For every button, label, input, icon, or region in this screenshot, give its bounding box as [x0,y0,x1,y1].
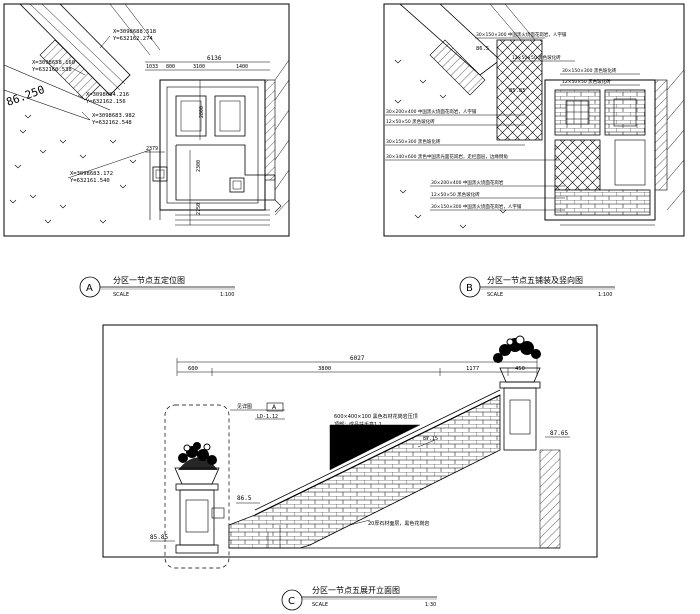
panel-a-dimensions [145,61,270,225]
step-note: 20厚石材面层，黑色花岗岩 [368,520,429,527]
paving-note-3: 30×150×300 黑色玻化砖 [562,67,617,74]
coord-y-1: Y=632162.274 [113,36,153,42]
panel-a-leaders [67,35,151,179]
elev-mid: 86.5 [237,495,252,502]
paving-note-8: 30×340×600 黑色中国黑光面花岗岩，走栏面层，边缘倒角 [386,153,508,160]
panel-a-title-block: A 分区一节点五定位图 SCALE 1:100 [79,275,235,298]
right-planter [493,335,541,451]
detail-ref-sheet: LD-1.12 [257,414,278,420]
panel-b-title: 分区一节点五铺装及竖向图 [487,275,583,285]
paving-note-1: 30×150×300 中国黑火烧面花岗岩，人字铺 [476,31,567,38]
coord-x-2: X=3098658.160 [32,60,75,66]
paving-note-7: 30×150×300 黑色玻化砖 [386,138,441,145]
dim-3100: 3100 [193,64,205,70]
dim-1033: 1033 [146,64,158,70]
stair-elevation [211,389,561,549]
paving-note-10: 12×50×50 黑色玻化砖 [431,191,480,198]
panel-b-title-block: B 分区一节点五铺装及竖向图 SCALE 1:100 [459,275,615,298]
coord-y-5: Y=632161.540 [70,178,110,184]
elev-top: 87.65 [550,430,568,437]
panel-b-frame [383,3,685,237]
dim-600: 600 [188,366,198,372]
panel-a-drawing: 6136 1033 800 3100 1400 2800 2379 2300 2… [3,3,290,237]
panel-c-leaders [150,424,570,542]
paving-note-6: 12×50×50 黑色玻化砖 [386,118,435,125]
dim-total: 6027 [350,355,365,362]
dim-2300: 2300 [196,160,202,172]
detail-ref-number: A [272,404,277,411]
paving-note-5: 30×200×400 中国黑火烧面花岗岩，人字铺 [386,108,477,115]
detail-callout-boundary [164,404,230,569]
panel-b-leaders [385,37,640,211]
detail-reference: 见详图 A LD-1.12 [230,402,285,420]
panel-b-stair-paving [496,39,543,141]
left-planter [164,404,230,569]
panel-a-frame [3,3,290,237]
coord-y-4: Y=632162.548 [92,120,132,126]
panel-c-dimensions [176,358,538,376]
detail-ref-label: 见详图 [237,403,252,410]
panel-a-title: 分区一节点五定位图 [113,275,185,285]
dim-2379: 2379 [146,146,158,152]
panel-a-plaza [149,59,290,226]
panel-a-plant-marks [9,114,137,224]
panel-b-elevation-mid: 85.85 [509,88,526,94]
panel-a-scale-value: 1:100 [220,292,234,298]
elev-low: 85.85 [150,534,168,541]
panel-c-drawing: 6027 600 3800 1177 450 [102,324,598,569]
paving-note-9: 30×200×400 中国黑火烧面花岗岩 [431,179,504,186]
panel-a-diagonal-path [3,3,161,121]
dim-3800: 3800 [318,366,331,372]
panel-c-id: C [288,596,295,607]
paving-note-11: 30×150×300 中国黑火烧面花岗岩，人字铺 [431,203,522,210]
paving-note-2: 12×50×50 黑色玻化砖 [512,54,561,61]
dim-800: 800 [166,64,175,70]
dim-1177: 1177 [466,366,479,372]
panel-a-coordinates: X=3098688.518 Y=632162.274 X=3098658.160… [32,29,156,184]
panel-b-plant-marks [394,59,507,229]
panel-c-frame [102,324,598,558]
paving-note-4: 12×50×50 黑色玻化砖 [562,78,611,85]
coord-x-1: X=3098688.518 [113,29,156,35]
dim-450: 450 [515,366,525,372]
panel-b-drawing: 30×150×300 中国黑火烧面花岗岩，人字铺 12×50×50 黑色玻化砖 … [383,3,685,237]
dim-2750: 2750 [196,203,202,215]
panel-c-scale-value: 1:30 [425,602,436,608]
panel-c-title-block: C 分区一节点五展开立面图 SCALE 1:30 [281,585,437,611]
panel-b-elevation-top: 86.5 [476,46,489,52]
panel-b-scale-word: SCALE [487,292,503,298]
dim-1400: 1400 [236,64,248,70]
dim-2800: 2800 [199,106,205,118]
panel-b-scale-value: 1:100 [598,292,612,298]
panel-a-elevation: 86.250 [5,83,47,109]
coord-y-3: Y=632162.156 [86,99,126,105]
panel-c-title: 分区一节点五展开立面图 [312,585,400,595]
panel-a-id: A [86,283,93,294]
elev-small: 87.15 [423,436,438,442]
panel-a-scale-word: SCALE [113,292,129,298]
panel-c-id-circle [281,589,303,611]
coord-x-5: X=3098683.172 [70,171,113,177]
coord-y-2: Y=632160.538 [32,67,72,73]
coord-x-3: X=3098684.216 [86,92,129,98]
panel-c-scale-word: SCALE [312,602,328,608]
panel-b-id: B [466,283,473,294]
coord-x-4: X=3098683.982 [92,113,135,119]
railing-note-2: 顶部：成品扶手高1.1 [334,421,382,428]
railing-note-1: 600×400×100 黑色石材花岗岩压顶 [334,413,418,420]
panel-a-arrow-mark [274,199,282,213]
dim-6136: 6136 [207,55,222,62]
